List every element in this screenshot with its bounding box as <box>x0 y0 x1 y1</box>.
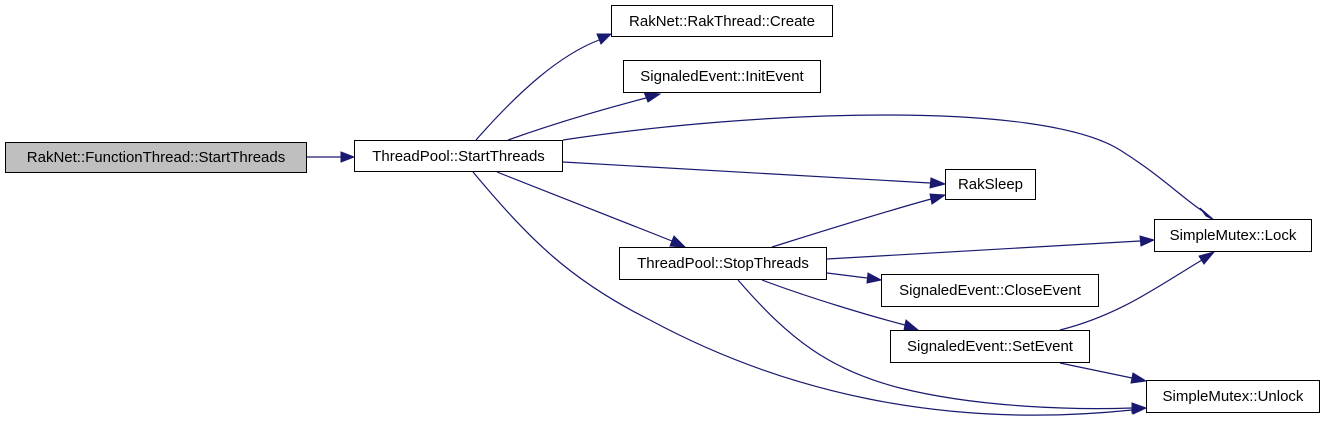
edge-thread-pool-start-threads-to-rak-thread-create <box>475 33 613 141</box>
node-thread-pool-start-threads[interactable]: ThreadPool::StartThreads <box>354 140 563 172</box>
node-function-thread-start-threads: RakNet::FunctionThread::StartThreads <box>5 142 307 173</box>
edge-line <box>826 240 1141 260</box>
edge-arrowhead <box>1131 402 1148 414</box>
edge-thread-pool-start-threads-to-signaled-event-init-event <box>507 91 662 141</box>
node-signaled-event-init-event[interactable]: SignaledEvent::InitEvent <box>623 60 821 93</box>
edge-line <box>771 198 932 248</box>
node-rak-thread-create[interactable]: RakNet::RakThread::Create <box>611 5 833 37</box>
edge-arrowhead <box>340 151 356 163</box>
edge-arrowhead <box>1198 251 1216 265</box>
edge-thread-pool-stop-threads-to-signaled-event-close-event <box>826 272 883 284</box>
edge-line <box>1059 362 1133 379</box>
edge-thread-pool-stop-threads-to-rak-sleep <box>771 193 947 248</box>
node-signaled-event-set-event[interactable]: SignaledEvent::SetEvent <box>890 330 1090 363</box>
edge-arrowhead <box>643 91 662 103</box>
edge-arrowhead <box>596 33 613 45</box>
edge-line <box>1059 259 1203 331</box>
node-rak-sleep[interactable]: RakSleep <box>945 169 1036 200</box>
edge-thread-pool-start-threads-to-rak-sleep <box>562 161 947 189</box>
edge-arrowhead <box>669 235 687 248</box>
node-simple-mutex-lock[interactable]: SimpleMutex::Lock <box>1154 219 1312 252</box>
edge-thread-pool-stop-threads-to-simple-mutex-lock <box>826 235 1156 260</box>
edge-thread-pool-stop-threads-to-simple-mutex-unlock <box>737 279 1148 414</box>
edge-line <box>475 39 600 141</box>
edge-arrowhead <box>1139 235 1156 247</box>
edge-line <box>761 279 906 326</box>
edge-arrowhead <box>929 177 947 189</box>
edge-signaled-event-set-event-to-simple-mutex-lock <box>1059 251 1216 331</box>
edge-line <box>737 279 1133 410</box>
edge-line <box>826 272 868 279</box>
edge-arrowhead <box>1199 207 1215 221</box>
edge-line <box>562 161 931 184</box>
node-simple-mutex-unlock[interactable]: SimpleMutex::Unlock <box>1146 380 1320 413</box>
edge-thread-pool-start-threads-to-thread-pool-stop-threads <box>496 171 687 248</box>
edge-arrowhead <box>903 319 920 331</box>
edge-line <box>496 171 673 242</box>
edge-line <box>507 97 647 141</box>
edge-arrowhead <box>929 193 947 205</box>
edge-line <box>562 114 1205 213</box>
edge-thread-pool-start-threads-to-simple-mutex-lock <box>562 114 1215 221</box>
edge-arrowhead <box>1130 372 1148 384</box>
edge-arrowhead <box>866 272 883 284</box>
edge-line <box>472 171 1133 416</box>
node-signaled-event-close-event[interactable]: SignaledEvent::CloseEvent <box>881 274 1099 307</box>
node-thread-pool-stop-threads[interactable]: ThreadPool::StopThreads <box>619 247 827 280</box>
edge-function-thread-start-threads-to-thread-pool-start-threads <box>307 151 356 163</box>
edge-signaled-event-set-event-to-simple-mutex-unlock <box>1059 362 1148 384</box>
